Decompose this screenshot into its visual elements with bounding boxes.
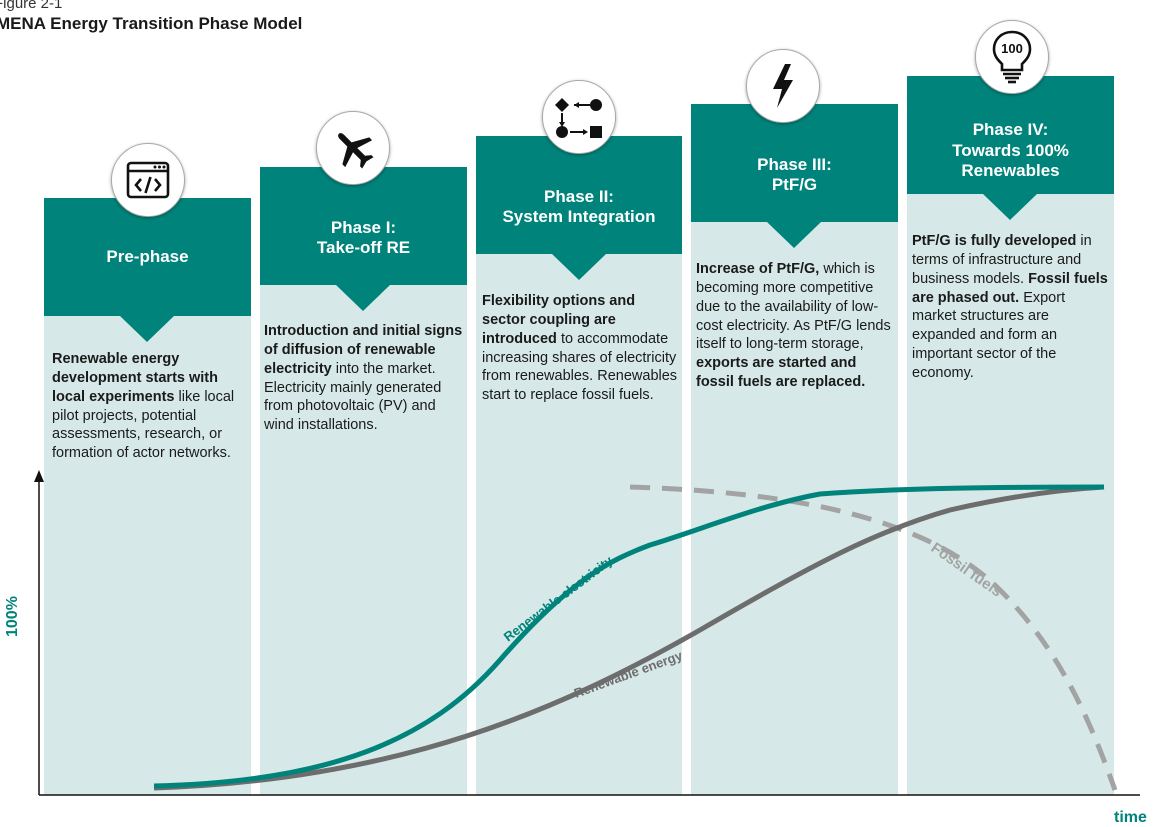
phase-header-pre: Pre-phase — [44, 198, 251, 316]
phase-title-line: Phase II: — [544, 186, 614, 206]
phase-header-pointer — [120, 316, 174, 342]
phase-description-1: Introduction and initial signs of diffus… — [264, 322, 464, 435]
phase-title-line: PtF/G — [771, 175, 818, 194]
phase-header-pointer — [983, 194, 1037, 220]
fossil-fuels-curve — [629, 484, 1118, 791]
renewable-energy-curve — [153, 484, 1105, 791]
phase-description-text: like local pilot projects, potential ass… — [52, 388, 235, 462]
phase-title-line: System Integration — [502, 207, 656, 226]
phase-description-bold: Increase of PtF/G, — [696, 261, 820, 277]
phase-description-text-2: Export market structures are expanded an… — [912, 289, 1066, 381]
phase-header-1: Phase I: Take-off RE — [260, 167, 467, 285]
flow-diagram-icon — [542, 80, 616, 154]
phase-description-pre: Renewable energy development starts with… — [52, 350, 248, 463]
lightbulb-label: 100 — [1001, 41, 1023, 56]
phase-description-bold: Flexibility options and sector coupling … — [482, 293, 636, 347]
phase-header-4: Phase IV: Towards 100% Renewables — [907, 76, 1114, 194]
x-axis-label: time — [1114, 809, 1147, 826]
phase-description-3: Increase of PtF/G, which is becoming mor… — [696, 260, 896, 392]
phase-title-line: Phase I: — [330, 217, 397, 237]
phase-header-3: Phase III: PtF/G — [691, 104, 898, 222]
fossil-fuels-label: Fossil fuels — [928, 539, 1005, 600]
phase-description-bold: PtF/G is fully developed — [912, 233, 1077, 249]
phase-description-text: to accommodate increasing shares of elec… — [482, 330, 678, 404]
phase-description-bold: Renewable energy development starts with… — [52, 351, 218, 405]
phase-header-pointer — [336, 285, 390, 311]
airplane-icon — [316, 111, 390, 185]
y-axis-label: 100% — [4, 596, 21, 637]
phase-header-2: Phase II: System Integration — [476, 136, 682, 254]
code-window-icon — [111, 143, 185, 217]
phase-title-line: Take-off RE — [316, 238, 411, 257]
phase-title-line: Renewables — [961, 161, 1060, 181]
lightning-icon — [746, 49, 820, 123]
phase-description-text: in terms of infrastructure and business … — [912, 233, 1092, 287]
figure-label: Figure 2-1 — [0, 0, 63, 12]
phase-description-bold-2: Fossil fuels are phased out. — [912, 270, 1108, 306]
phase-header-pointer — [552, 254, 606, 280]
phase-title-line: Towards 100% — [952, 140, 1069, 160]
phase-title-line: Phase IV: — [972, 120, 1049, 140]
phase-header-pointer — [767, 222, 821, 248]
phase-title-line: Phase III: — [757, 154, 832, 174]
phase-description-bold-2: exports are started and fossil fuels are… — [696, 355, 866, 391]
phase-title-line: Pre-phase — [106, 246, 189, 266]
phase-description-text: into the market. Electricity mainly gene… — [264, 360, 442, 434]
figure-title: MENA Energy Transition Phase Model — [0, 14, 303, 33]
phase-description-text: which is becoming more competitive due t… — [696, 261, 891, 353]
lightbulb-100-icon: 100 — [975, 20, 1049, 94]
phase-description-bold: Introduction and initial signs of diffus… — [264, 323, 463, 377]
renewable-energy-label: Renewable energy — [572, 647, 685, 700]
y-axis-arrow — [34, 470, 44, 482]
phase-description-4: PtF/G is fully developed in terms of inf… — [912, 232, 1112, 383]
phase-description-2: Flexibility options and sector coupling … — [482, 292, 680, 405]
renewable-electricity-curve — [153, 484, 1105, 789]
renewable-electricity-label: Renewable electricity — [501, 552, 616, 644]
